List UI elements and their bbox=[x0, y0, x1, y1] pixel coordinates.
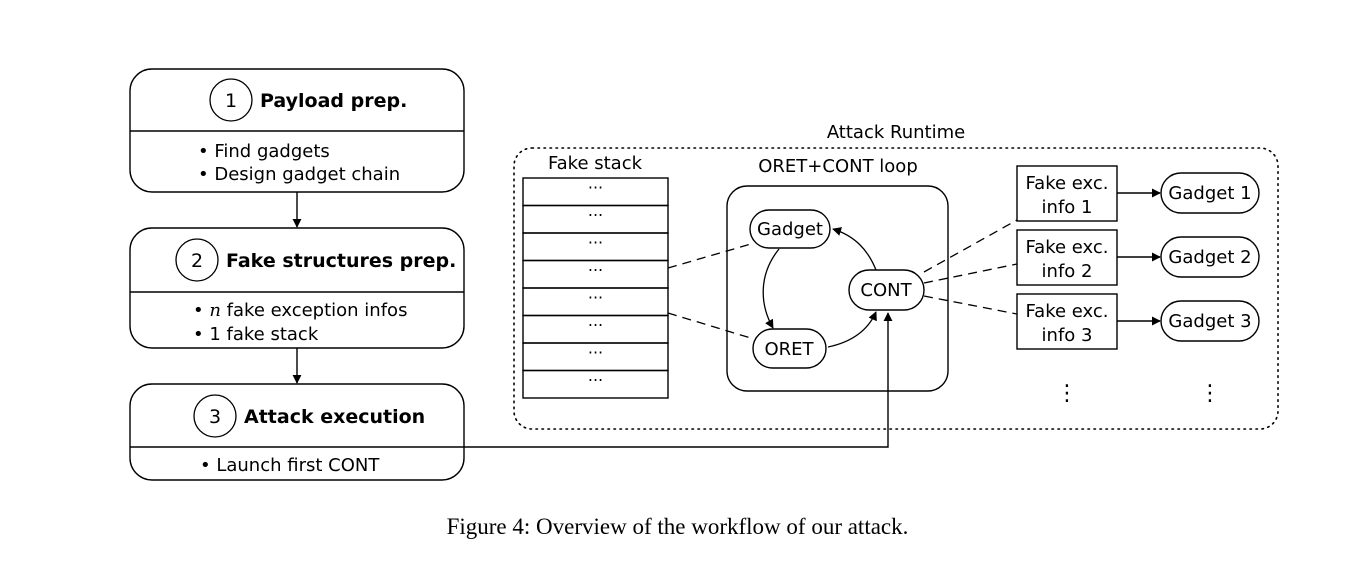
link-cont-to-exc-3 bbox=[923, 295, 1018, 315]
arrow-gadget-to-oret bbox=[762, 248, 780, 329]
step-3-number-circle bbox=[193, 394, 237, 438]
gadget-3-label: Gadget 3 bbox=[1168, 311, 1251, 332]
fake-stack-cell bbox=[522, 369, 669, 399]
gadget-2-label: Gadget 2 bbox=[1168, 247, 1251, 268]
loop-oret-node bbox=[752, 328, 827, 369]
gadget-2-node: Gadget 2 bbox=[1160, 236, 1260, 278]
link-stack-to-gadget bbox=[667, 243, 752, 269]
arrow-cont-to-gadget bbox=[832, 227, 877, 271]
step-2-number-circle bbox=[175, 238, 219, 282]
gadget-1-label: Gadget 1 bbox=[1168, 183, 1251, 204]
attack-runtime-title: Attack Runtime bbox=[827, 122, 965, 143]
exc-info-ellipsis: ⋮ bbox=[1056, 381, 1078, 406]
fake-stack: Fake stack ··· ··· ··· ··· ··· ··· ··· ··· bbox=[522, 153, 669, 399]
exc-info-1-line2: info 1 bbox=[1042, 197, 1093, 218]
fake-stack-cell-ellipsis: ··· bbox=[588, 316, 603, 335]
gadget-1-node: Gadget 1 bbox=[1160, 172, 1260, 214]
fake-stack-cell-ellipsis: ··· bbox=[588, 233, 603, 252]
step-3-number: 3 bbox=[209, 406, 221, 428]
fake-stack-cell-ellipsis: ··· bbox=[588, 206, 603, 225]
gadget-3-node: Gadget 3 bbox=[1160, 300, 1260, 342]
fake-stack-cell-ellipsis: ··· bbox=[588, 343, 603, 362]
step-3-title: Attack execution bbox=[244, 406, 425, 428]
fake-stack-cell-ellipsis: ··· bbox=[588, 371, 603, 390]
fake-stack-cell-ellipsis: ··· bbox=[588, 288, 603, 307]
exc-info-3-line2: info 3 bbox=[1042, 325, 1093, 346]
step-2-item-1-bullet: • bbox=[193, 300, 209, 321]
step-1-box: 1 Payload prep. • Find gadgets • Design … bbox=[129, 68, 465, 193]
exc-info-2: Fake exc. info 2 bbox=[1016, 229, 1118, 286]
exc-info-1-line1: Fake exc. bbox=[1025, 173, 1108, 194]
arrow-oret-to-cont bbox=[827, 311, 877, 348]
oret-cont-loop: ORET+CONT loop Gadget CONT ORET bbox=[726, 156, 949, 392]
link-cont-to-exc-1 bbox=[923, 219, 1018, 273]
arrow-launch-to-cont bbox=[464, 312, 893, 448]
step-1-title: Payload prep. bbox=[260, 90, 407, 112]
attack-runtime-region: Attack Runtime bbox=[513, 122, 1279, 430]
exc-info-1: Fake exc. info 1 bbox=[1016, 165, 1118, 222]
link-stack-to-oret bbox=[667, 312, 755, 340]
fake-stack-cell-ellipsis: ··· bbox=[588, 178, 603, 197]
loop-oret-label: ORET bbox=[764, 339, 814, 360]
exc-info-2-line2: info 2 bbox=[1042, 261, 1093, 282]
step-2-number: 2 bbox=[191, 250, 203, 272]
step-2-item-1-text: fake exception infos bbox=[227, 300, 408, 321]
exc-info-2-line1: Fake exc. bbox=[1025, 237, 1108, 258]
step-1-item-2: • Design gadget chain bbox=[198, 164, 400, 185]
loop-gadget-node bbox=[749, 209, 831, 249]
fake-stack-cell-ellipsis: ··· bbox=[588, 261, 603, 280]
step-2-item-2: • 1 fake stack bbox=[193, 324, 319, 345]
step-1-item-1: • Find gadgets bbox=[198, 141, 330, 162]
step-2-box: 2 Fake structures prep. • n fake excepti… bbox=[129, 227, 465, 349]
step-3-box: 3 Attack execution • Launch first CONT bbox=[129, 383, 465, 481]
figure-caption: Figure 4: Overview of the workflow of ou… bbox=[446, 514, 909, 539]
step-3-item-1: • Launch first CONT bbox=[200, 455, 380, 476]
step-1-number-circle bbox=[209, 78, 253, 122]
loop-cont-label: CONT bbox=[860, 280, 912, 301]
exc-info-3-line1: Fake exc. bbox=[1025, 301, 1108, 322]
exc-info-3: Fake exc. info 3 bbox=[1016, 293, 1118, 350]
link-cont-to-exc-2 bbox=[923, 263, 1018, 284]
step-1-number: 1 bbox=[225, 90, 237, 112]
gadget-ellipsis: ⋮ bbox=[1199, 381, 1221, 406]
loop-title: ORET+CONT loop bbox=[758, 156, 918, 177]
step-2-title: Fake structures prep. bbox=[226, 250, 456, 272]
fake-stack-title: Fake stack bbox=[548, 153, 643, 174]
step-2-item-1: • n fake exception infos bbox=[193, 300, 407, 321]
loop-gadget-label: Gadget bbox=[757, 219, 823, 240]
step-2-item-1-var: n bbox=[209, 300, 221, 321]
loop-cont-node bbox=[848, 269, 925, 311]
